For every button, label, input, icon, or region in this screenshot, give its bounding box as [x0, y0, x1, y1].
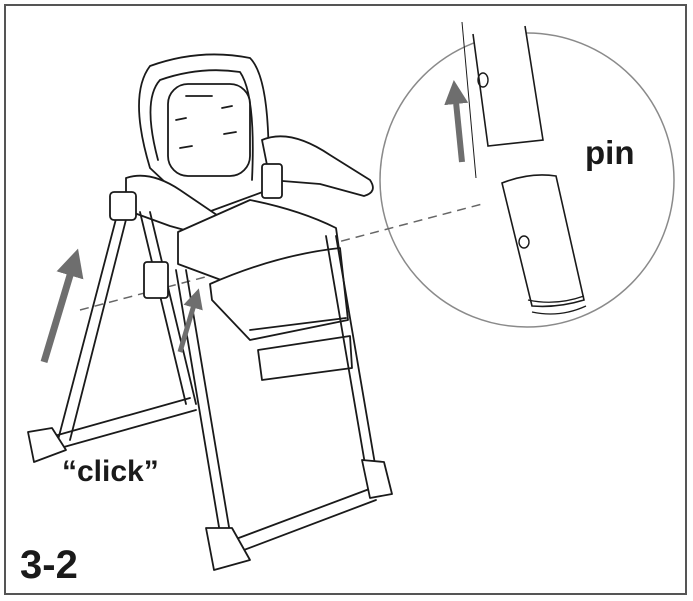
arrow-up-center: [177, 288, 203, 353]
highchair: [27, 53, 393, 571]
click-label: “click”: [62, 455, 159, 488]
pin-detail-magnifier: [379, 21, 675, 328]
arrow-up-detail: [444, 80, 469, 163]
arrow-up-left: [40, 248, 84, 364]
leader-line: [79, 202, 487, 311]
pin-label: pin: [585, 134, 635, 171]
step-number: 3-2: [20, 543, 78, 587]
diagram-frame: [4, 4, 687, 595]
